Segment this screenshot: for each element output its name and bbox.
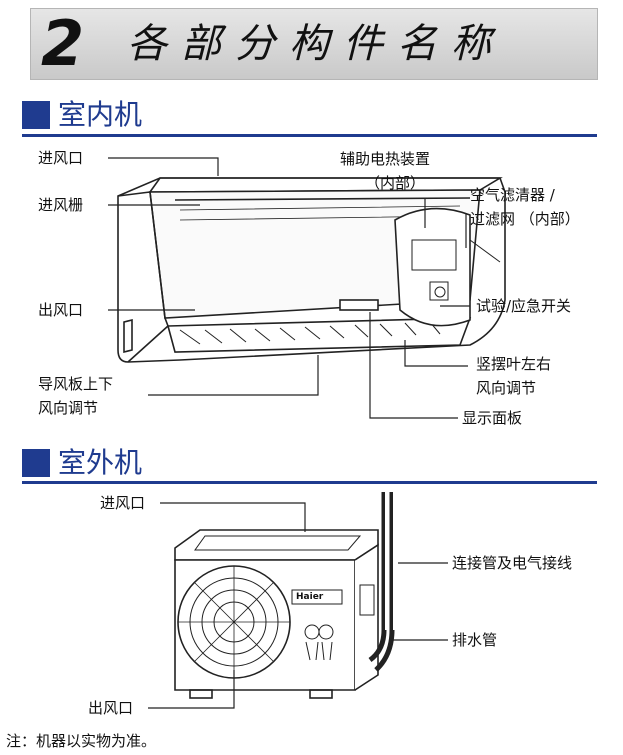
label-test-switch: 试验/应急开关	[476, 297, 572, 315]
label-vane-lr-1: 竖摆叶左右	[476, 355, 552, 373]
indoor-heading-text: 室内机	[58, 98, 143, 131]
label-outdoor-air-inlet: 进风口	[100, 494, 146, 512]
chapter-number: 2	[41, 7, 85, 80]
outdoor-heading: 室外机	[22, 446, 142, 480]
chapter-title: 各部分构件名称	[127, 21, 505, 67]
label-louver-ud-2: 风向调节	[38, 399, 99, 417]
indoor-unit-drawing	[117, 177, 506, 363]
label-display: 显示面板	[462, 409, 523, 427]
label-aux-heater-1: 辅助电热装置	[340, 150, 431, 168]
outdoor-unit-drawing	[174, 492, 395, 699]
label-vane-lr-2: 风向调节	[476, 379, 537, 397]
label-drain: 排水管	[452, 631, 498, 649]
outdoor-rule	[22, 481, 597, 484]
outdoor-leaders	[148, 502, 448, 709]
chapter-banner: 2 各部分构件名称	[30, 8, 598, 80]
indoor-heading: 室内机	[22, 98, 142, 132]
indoor-leaders	[108, 157, 470, 419]
indoor-rule	[22, 134, 597, 137]
label-indoor-air-inlet: 进风口	[38, 149, 84, 167]
label-filter-1: 空气滤清器 /	[470, 186, 555, 204]
footnote: 注：机器以实物为准。	[6, 732, 157, 750]
label-louver-ud-1: 导风板上下	[38, 375, 114, 393]
label-outdoor-air-outlet: 出风口	[88, 699, 134, 717]
outdoor-heading-text: 室外机	[58, 446, 143, 479]
label-inlet-grille: 进风栅	[38, 196, 84, 214]
label-aux-heater-2: （内部）	[365, 174, 426, 192]
heading-square-icon	[22, 449, 50, 477]
label-pipes: 连接管及电气接线	[452, 554, 573, 572]
label-filter-2: 过滤网 （内部）	[470, 210, 580, 228]
brand-logo: Haier	[296, 592, 324, 602]
label-indoor-air-outlet: 出风口	[38, 301, 84, 319]
heading-square-icon	[22, 101, 50, 129]
